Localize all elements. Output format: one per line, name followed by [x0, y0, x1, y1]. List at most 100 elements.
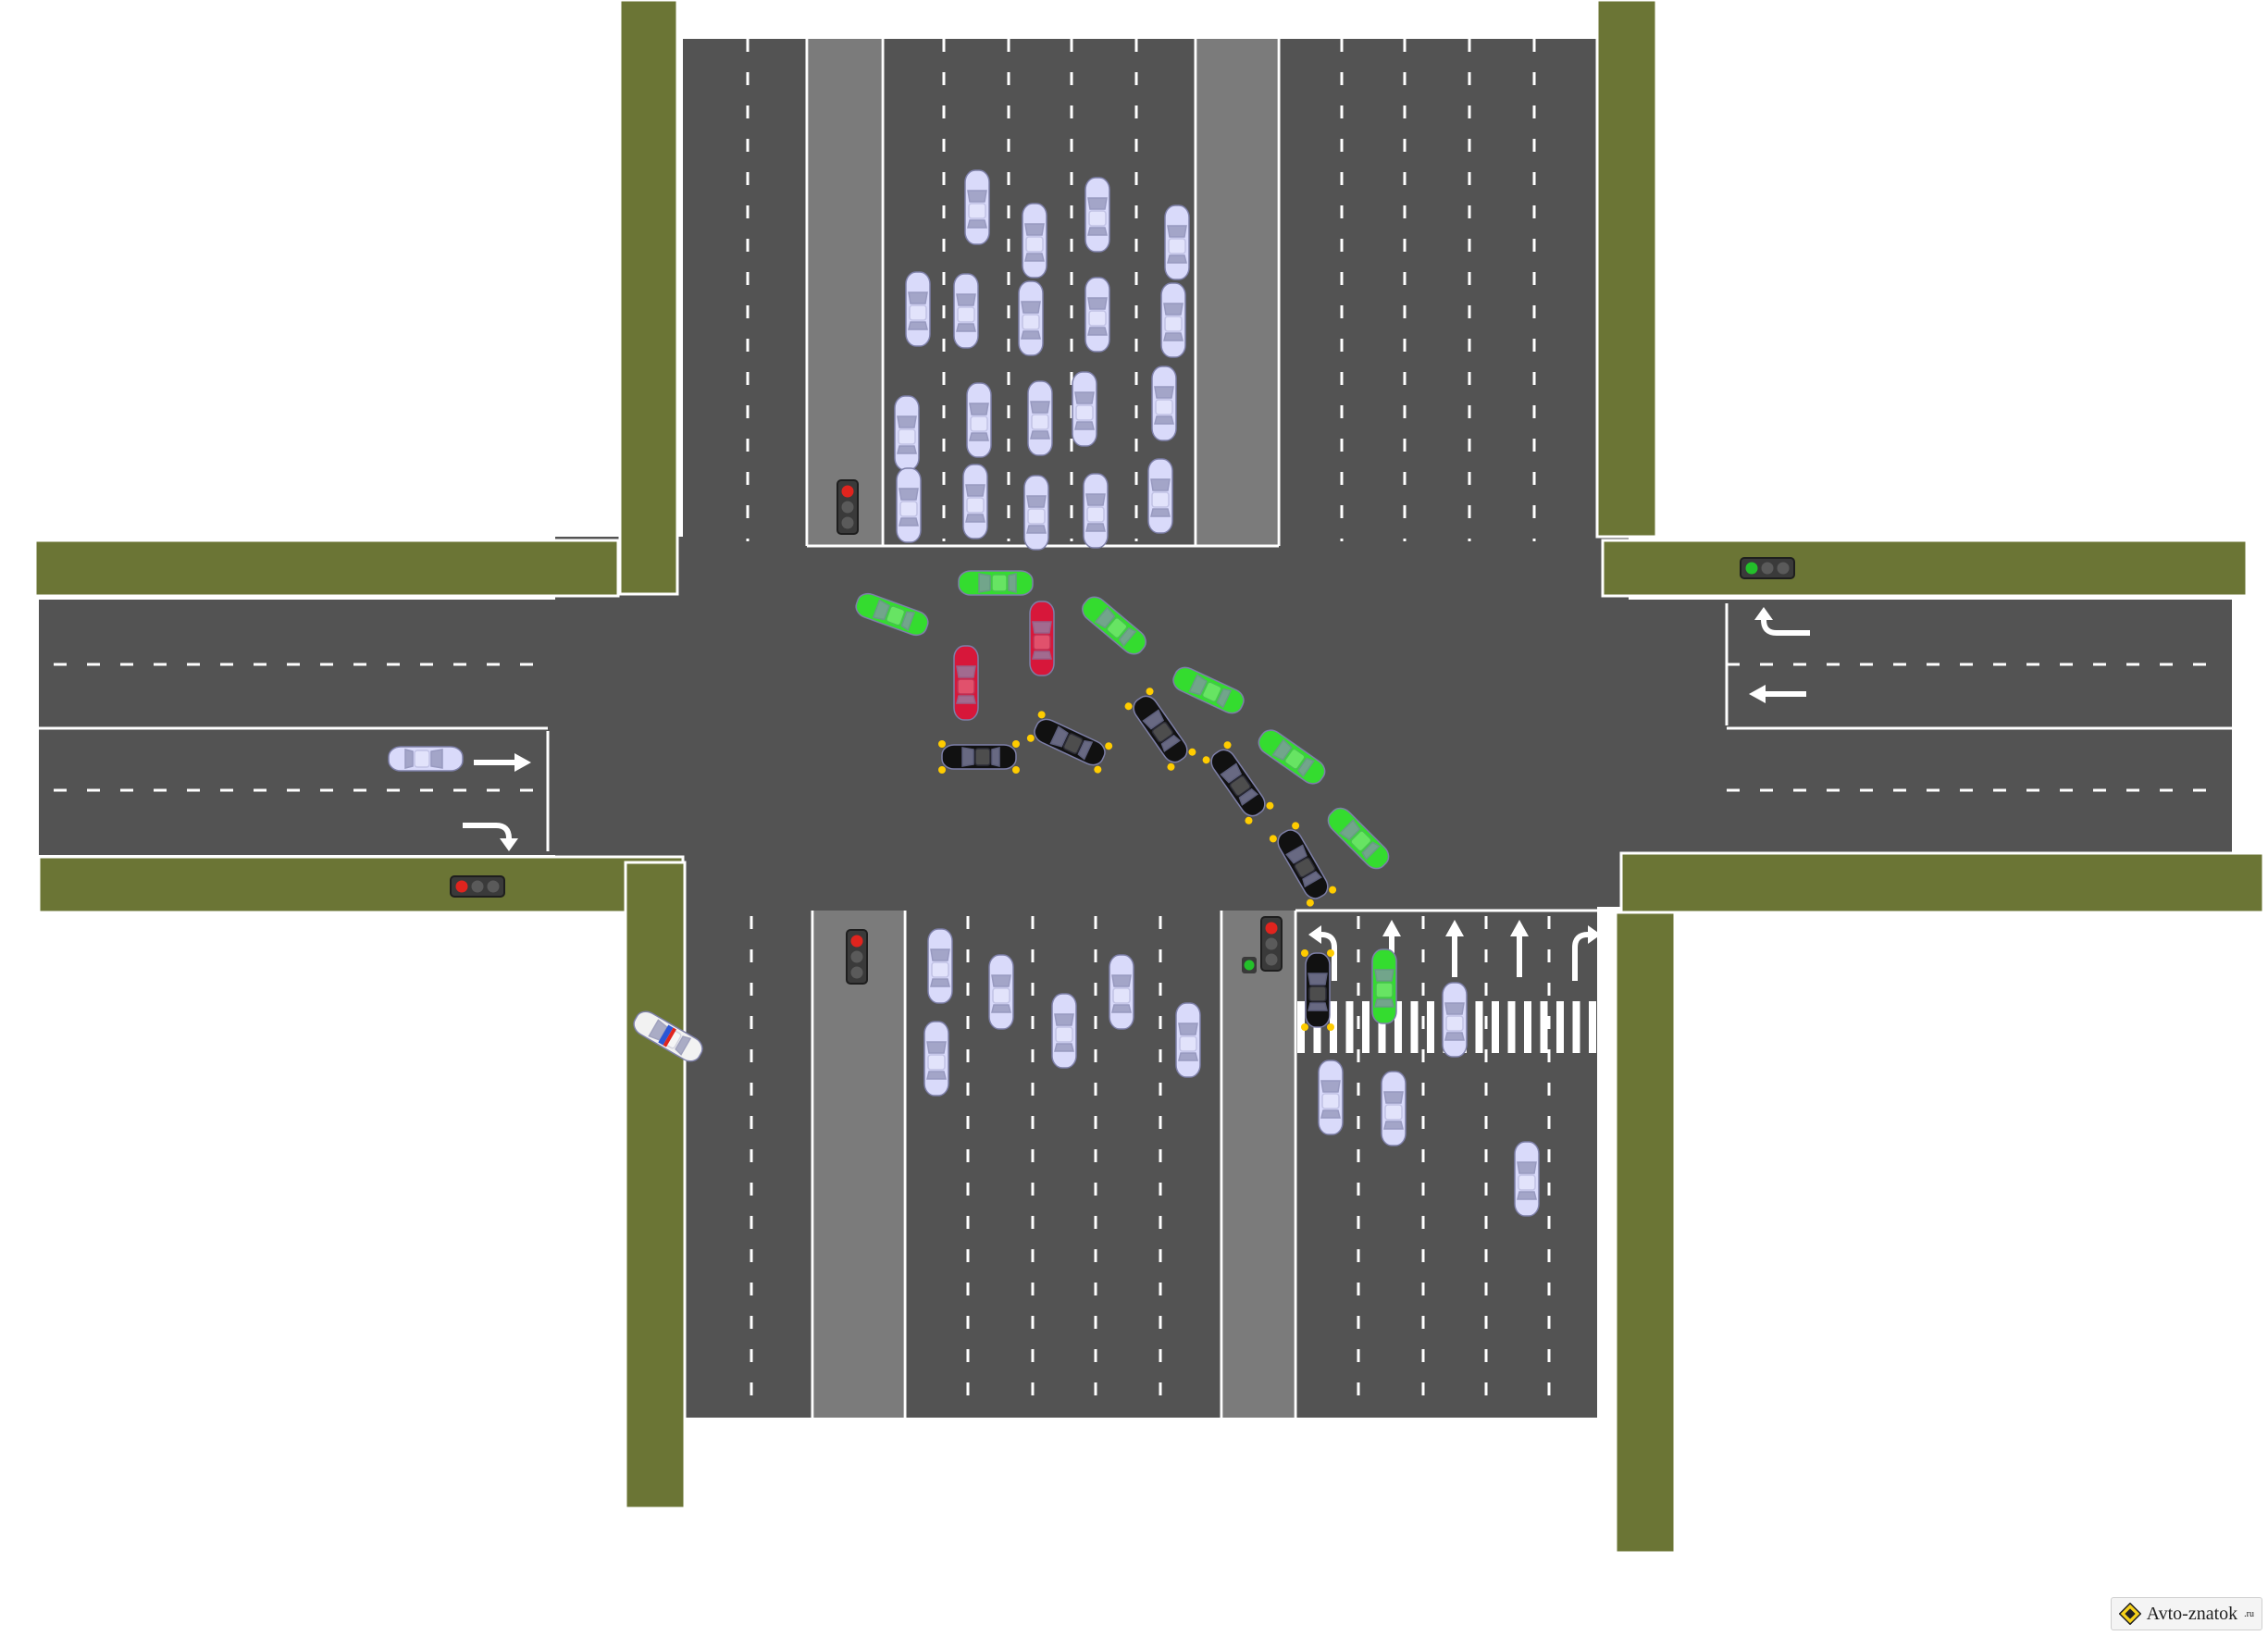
- hazard-light: [1292, 822, 1300, 830]
- hazard-light: [1301, 1023, 1308, 1031]
- car-body: [1305, 952, 1331, 1028]
- queued-car: [966, 382, 992, 458]
- signal-lamp-red: [841, 485, 854, 498]
- car-body: [1083, 473, 1109, 549]
- queued-car: [923, 1021, 949, 1097]
- signal-lamp-green: [841, 516, 854, 529]
- signal-lamp-yellow: [841, 501, 854, 514]
- queued-car: [905, 271, 931, 347]
- car-body: [1151, 366, 1177, 441]
- queued-car: [1051, 993, 1077, 1069]
- signal-lamp-green: [850, 966, 863, 979]
- car-body: [1381, 1071, 1407, 1146]
- turning-car-green: [958, 570, 1034, 596]
- queued-car: [962, 464, 988, 539]
- car-body: [1018, 280, 1044, 356]
- queued-car: [1147, 458, 1173, 534]
- hazard-light: [1306, 899, 1314, 907]
- hazard-light: [1329, 886, 1337, 894]
- arrow-head: [1445, 920, 1464, 936]
- watermark-brand: Avto-znatok: [2146, 1603, 2238, 1624]
- car-body: [1109, 954, 1134, 1030]
- queued-car: [1084, 277, 1110, 353]
- signal-lamp-yellow: [1761, 562, 1774, 575]
- car-body: [953, 645, 979, 721]
- hazard-light: [1012, 766, 1020, 774]
- signal-lamp-green: [1265, 953, 1278, 966]
- car-body: [964, 169, 990, 245]
- hazard-light: [1167, 762, 1175, 771]
- queued-car: [1072, 371, 1097, 447]
- car-body: [1164, 204, 1190, 280]
- queued-car: [388, 746, 464, 772]
- police-light-bar: [658, 1024, 674, 1046]
- queued-car: [1160, 282, 1186, 358]
- car-body: [1027, 380, 1053, 456]
- arrow-head: [1749, 685, 1766, 703]
- crosswalk-stripe: [1524, 1001, 1531, 1053]
- lane-arrow-left-u-turn: [1308, 925, 1337, 981]
- queued-car: [894, 395, 920, 471]
- car-body: [1514, 1141, 1540, 1217]
- lane-arrow-right: [1572, 925, 1601, 981]
- arrow-shaft: [1572, 932, 1592, 981]
- car-body: [896, 467, 922, 543]
- car-body: [1084, 177, 1110, 253]
- west-approach-light: [450, 875, 505, 898]
- crosswalk-stripe: [1410, 1001, 1419, 1053]
- police-car: [629, 1006, 707, 1067]
- hazard-car-black: [1301, 949, 1334, 1031]
- queued-car: [1175, 1002, 1201, 1078]
- car-body: [1318, 1060, 1344, 1135]
- arrow-shaft: [1452, 935, 1457, 977]
- crosswalk-stripe: [1540, 1001, 1548, 1053]
- car-body: [927, 928, 953, 1004]
- car-body: [1023, 475, 1049, 551]
- ne-horizontal-sidewalk: [1601, 539, 2249, 598]
- hazard-light: [1327, 949, 1334, 957]
- sw-horizontal-sidewalk: [37, 855, 685, 914]
- car-body: [941, 744, 1017, 770]
- lane-arrow-straight-left: [1754, 607, 1810, 636]
- hazard-car-black: [1202, 741, 1274, 824]
- queued-car: [953, 273, 979, 349]
- hazard-light: [1094, 765, 1102, 774]
- arrow-shaft: [474, 760, 516, 765]
- car-body: [1051, 993, 1077, 1069]
- signal-lamp-red: [1265, 922, 1278, 935]
- crosswalk-stripe: [1362, 1001, 1369, 1053]
- hazard-light: [1146, 688, 1154, 696]
- turning-car-green: [1371, 948, 1397, 1024]
- hazard-light: [1301, 949, 1308, 957]
- car-body: [1022, 203, 1047, 279]
- arrow-head: [1382, 920, 1401, 936]
- hazard-light: [1202, 756, 1210, 764]
- crosswalk-stripe: [1492, 1001, 1499, 1053]
- car-body: [905, 271, 931, 347]
- crosswalk-stripe: [1475, 1001, 1483, 1053]
- signal-arrow-lamp: [1244, 960, 1255, 971]
- car-body: [1160, 282, 1186, 358]
- police-stripe: [663, 1027, 676, 1047]
- hazard-light: [1037, 711, 1046, 719]
- crosswalk-stripe: [1507, 1001, 1516, 1053]
- se-horizontal-sidewalk: [1619, 851, 2265, 914]
- signal-lamp-yellow: [1265, 937, 1278, 950]
- queued-car: [1022, 203, 1047, 279]
- ne-vertical-sidewalk: [1595, 0, 1658, 539]
- queued-car: [1381, 1071, 1407, 1146]
- hazard-light: [938, 766, 946, 774]
- south-median-right: [1223, 911, 1294, 1418]
- south-approach-left-light: [846, 929, 868, 985]
- car-body: [1442, 982, 1468, 1058]
- arrow-shaft: [463, 823, 512, 842]
- queued-car: [1023, 475, 1049, 551]
- hazard-light: [1012, 740, 1020, 748]
- arrow-head: [1510, 920, 1529, 936]
- queued-car: [1514, 1141, 1540, 1217]
- crosswalk-stripe: [1378, 1001, 1386, 1053]
- queued-car: [927, 928, 953, 1004]
- lane-arrow-straight-right: [463, 823, 518, 851]
- medians: [805, 39, 1297, 1418]
